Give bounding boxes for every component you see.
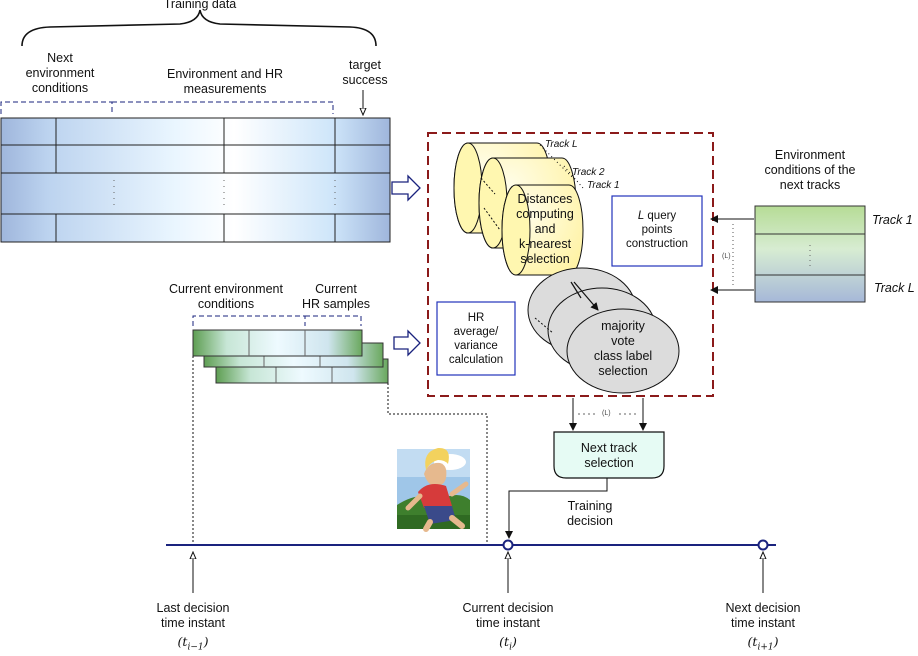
next-track-selection-label: Next track selection: [580, 441, 638, 470]
col-next-env-label: Next environment conditions: [25, 51, 95, 95]
hollow-arrow-current: [393, 329, 421, 357]
next-tracks-title: Environment conditions of the next track…: [764, 148, 856, 192]
timeline-next-sub: i+1: [757, 642, 774, 653]
training-data-title: Training data: [163, 0, 237, 11]
process-frame: [427, 132, 714, 397]
timeline-last-label: Last decision time instant: [156, 601, 230, 630]
track-l-cyl-label: Track L: [545, 139, 578, 150]
training-table: [0, 117, 391, 243]
timeline-current-math: (ti): [499, 634, 517, 653]
training-bracket-next-env: [0, 101, 113, 114]
current-bracket-hr: [305, 315, 362, 326]
timeline-node-current: [502, 539, 514, 551]
training-brace: [21, 9, 377, 47]
dotted-guide-current: [387, 383, 488, 545]
timeline-next-math: (ti+1): [747, 634, 779, 653]
hr-avg-label: HR average/ variance calculation: [448, 312, 504, 366]
training-decision-arrow: [505, 478, 608, 539]
hollow-arrow-training: [391, 174, 421, 202]
track-1-cyl-label: Track 1: [587, 180, 620, 191]
query-italic: L: [637, 210, 645, 222]
distance-cylinders: [453, 142, 584, 276]
loop-l-label: (L): [602, 410, 611, 417]
query-rest: query points construction: [625, 210, 688, 250]
track1-label: Track 1: [872, 213, 913, 227]
current-bracket-env: [192, 315, 306, 326]
col-target-label: target success: [342, 58, 388, 87]
next-tracks-table: [754, 205, 866, 303]
current-hr-label: Current HR samples: [301, 282, 371, 311]
timeline-current-sub: i: [509, 642, 512, 653]
vote-ellipses: [527, 267, 680, 394]
query-label: L query points construction: [612, 209, 702, 251]
timeline-current-label: Current decision time instant: [462, 601, 554, 630]
arrow-distances-to-vote: [573, 281, 599, 311]
query-box: [611, 195, 703, 267]
track-2-cyl-label: Track 2: [572, 167, 605, 178]
col-env-hr-label: Environment and HR measurements: [166, 67, 284, 96]
vote-label: majority vote class label selection: [593, 319, 653, 378]
training-bracket-env-hr: [112, 101, 334, 114]
timeline-last-math: (ti−1): [177, 634, 209, 653]
timeline-next-label: Next decision time instant: [725, 601, 801, 630]
next-track-selection-shape: [553, 431, 665, 479]
hr-avg-box: [436, 301, 516, 376]
timeline-next-t: t: [752, 634, 758, 649]
runner-picture: [397, 447, 470, 532]
timeline-last-sub: i−1: [187, 642, 204, 653]
trackL-label: Track L: [874, 281, 915, 295]
next-tracks-loop-label: (L): [722, 253, 731, 260]
current-env-label: Current environment conditions: [169, 282, 283, 311]
timeline-last-t: t: [182, 634, 188, 649]
training-decision-label: Training decision: [567, 499, 613, 528]
timeline-current-t: t: [504, 634, 510, 649]
timeline-node-next: [757, 539, 769, 551]
current-tables: [192, 329, 389, 384]
distances-label: Distances computing and k-nearest select…: [516, 192, 574, 266]
